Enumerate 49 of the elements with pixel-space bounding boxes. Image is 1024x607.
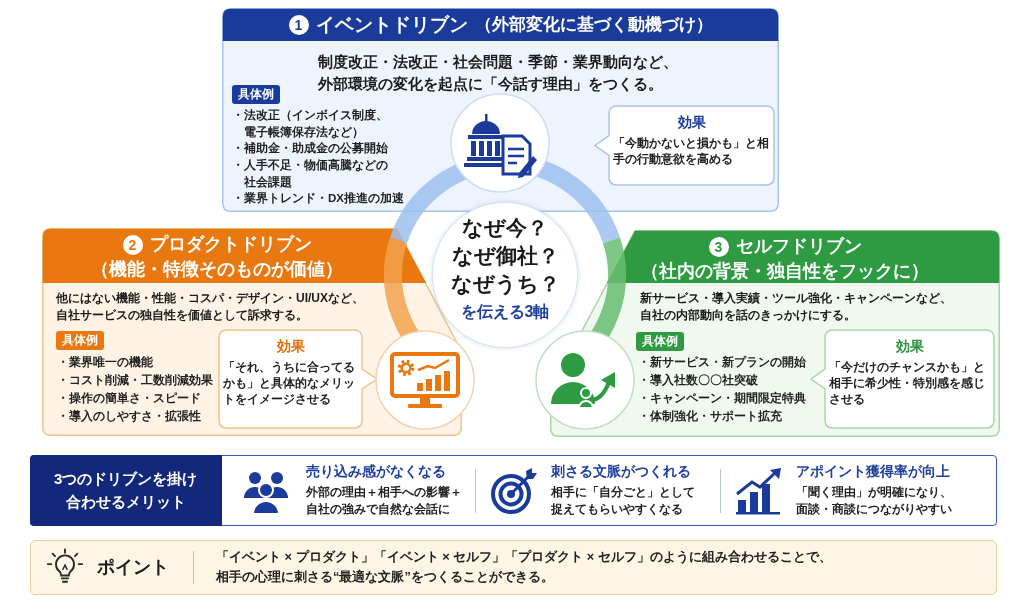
merit-bar — [30, 455, 997, 526]
bubble-text: 「今だけのチャンスかも」と相手に希少性・特別感を感じさせる — [829, 359, 986, 407]
question-text: なぜうち？ — [450, 271, 560, 298]
axis-caption: を伝える3軸 — [460, 302, 550, 322]
question-text: なぜ御社？ — [451, 243, 559, 270]
panel-title: イベントドリブン — [315, 13, 468, 37]
benefit-text: 「聞く理由」が明確になり、面談・商談につながりやすい — [796, 484, 953, 518]
info-panel — [222, 8, 779, 212]
list-item: ・人手不足・物価高騰などの社会課題 — [232, 157, 389, 190]
speech-bubble — [594, 105, 775, 186]
point-text: 「イベント × プロダクト」「イベント × セルフ」「プロダクト × セルフ」のように組み合わせることで、相手の心理に刺さる“最適な文脈”をつくることができる。 — [216, 548, 833, 586]
question-text: なぜ今？ — [462, 215, 548, 242]
panel-description: 他にはない機能・性能・コスパ・デザイン・UI/UXなど、自社サービスの独自性を価値として訴求する。 — [56, 290, 365, 324]
list-item: ・業界唯一の機能 — [57, 355, 154, 370]
list-item: ・法改正（インボイス制度、電子帳簿保存法など） — [232, 107, 389, 140]
speech-bubble — [810, 329, 995, 429]
bubble-title: 効果 — [894, 337, 925, 356]
list-item: ・補助金・助成金の公募開始 — [232, 141, 389, 156]
example-tag: 具体例 — [56, 331, 104, 350]
bubble-text: 「それ、うちに合ってるかも」と具体的なメリットをイメージさせる — [223, 359, 356, 407]
list-item: ・新サービス・新プランの開始 — [638, 354, 807, 370]
point-heading: ポイント — [97, 556, 169, 579]
benefit-title: 刺さる文脈がつくれる — [551, 462, 691, 481]
bubble-text: 「今動かないと損かも」と相手の行動意欲を高める — [613, 135, 770, 167]
benefit-title: 売り込み感がなくなる — [306, 462, 446, 481]
panel-description: 制度改正・法改正・社会問題・季節・業界動向など、外部環境の変化を起点に「今話す理由」をつくる。 — [318, 52, 679, 94]
bubble-title: 効果 — [276, 337, 306, 356]
list-item: ・体制強化・サポート拡充 — [638, 408, 783, 424]
list-item: ・業界トレンド・DX推進の加速 — [232, 191, 405, 206]
benefit-text: 外部の理由＋相手への影響＋自社の強みで自然な会話に — [306, 484, 463, 518]
panel-subtitle: （外部変化に基づく動機づけ） — [474, 14, 713, 36]
example-tag: 具体例 — [636, 332, 684, 351]
list-item: ・キャンペーン・期間限定特典 — [638, 390, 807, 406]
list-item: ・操作の簡単さ・スピード — [57, 391, 202, 406]
list-item: ・コスト削減・工数削減効果 — [57, 373, 214, 388]
list-item: ・導入のしやすさ・拡張性 — [57, 408, 202, 425]
panel-subtitle: （社内の背景・独自性をフックに） — [641, 260, 929, 283]
panel-subtitle: （機能・特徴そのものが価値） — [91, 258, 343, 281]
panel-title: セルフドリブン — [735, 235, 862, 258]
list-item: ・導入社数〇〇社突破 — [638, 372, 759, 388]
example-tag: 具体例 — [232, 85, 280, 104]
panel-title: プロダクトドリブン — [149, 233, 312, 256]
benefit-title: アポイント獲得率が向上 — [796, 462, 950, 481]
point-bar — [30, 540, 997, 595]
bubble-title: 効果 — [676, 113, 707, 132]
speech-bubble — [218, 329, 378, 429]
merit-header: 3つのドリブンを掛け合わせるメリット — [29, 454, 222, 526]
panel-description: 新サービス・導入実績・ツール強化・キャンペーンなど、自社の内部動向を話のきっかけにする。 — [640, 290, 953, 324]
benefit-text: 相手に「自分ごと」として捉えてもらいやすくなる — [551, 484, 696, 518]
